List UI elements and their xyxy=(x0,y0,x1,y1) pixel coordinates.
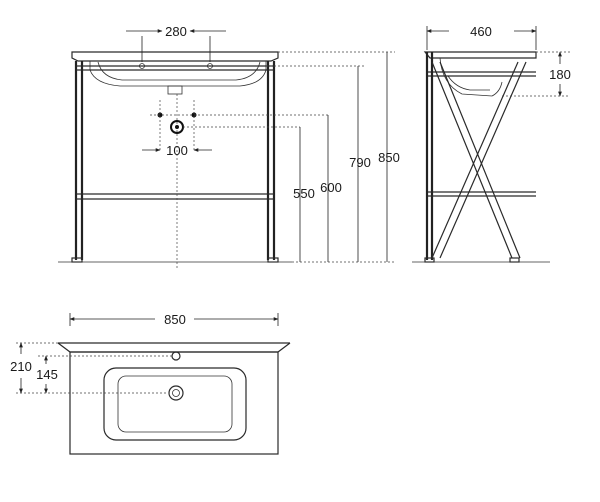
front-view: 280 100 550 600 790 850 xyxy=(58,24,400,270)
top-view: 850 210 145 xyxy=(10,312,291,455)
dim-145-label: 145 xyxy=(36,367,58,382)
dim-280-label: 280 xyxy=(165,24,187,39)
dim-100-label: 100 xyxy=(166,143,188,158)
dim-210-label: 210 xyxy=(10,359,32,374)
drain-icon xyxy=(168,385,184,401)
dim-180-label: 180 xyxy=(549,67,571,82)
dim-600-label: 600 xyxy=(320,180,342,195)
dim-850-top-label: 850 xyxy=(164,312,186,327)
side-view: 460 180 xyxy=(412,24,571,263)
dim-460-label: 460 xyxy=(470,24,492,39)
dim-850-label: 850 xyxy=(378,150,400,165)
dim-550-label: 550 xyxy=(293,186,315,201)
dim-790-label: 790 xyxy=(349,155,371,170)
tap-hole-top-icon xyxy=(171,351,181,361)
